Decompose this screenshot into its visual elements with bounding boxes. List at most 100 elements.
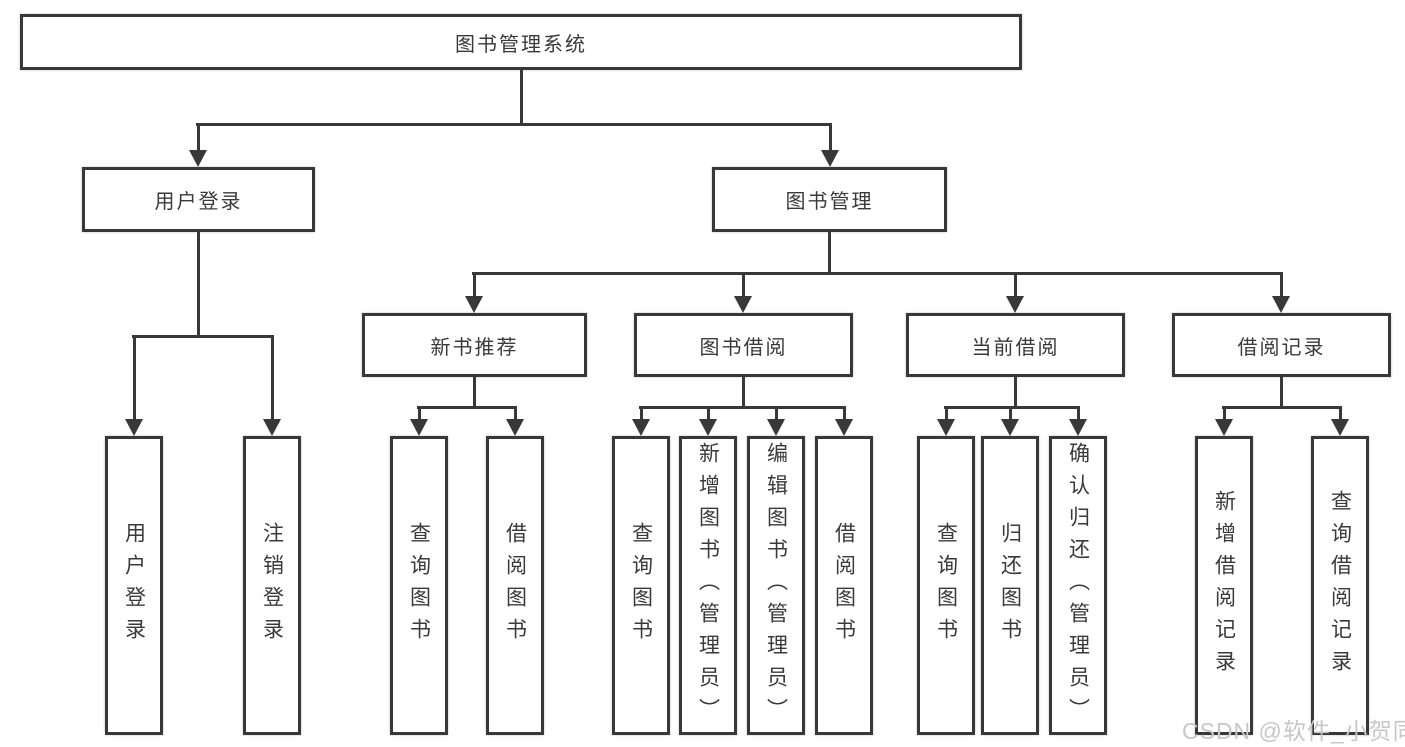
arrow-shaft <box>132 335 136 421</box>
node-leaf-query-borrow-record-label: 查询借阅记录 <box>1328 489 1352 682</box>
connector-stem-user-login <box>197 232 200 338</box>
arrow-to-leaf-query-borrow-record <box>1331 406 1349 436</box>
arrow-shaft <box>944 406 948 421</box>
connector-stem-current-borrowing <box>1014 377 1017 409</box>
arrow-shaft <box>1076 406 1080 421</box>
arrow-to-leaf-user-login <box>125 335 143 436</box>
arrow-head-icon <box>1069 419 1087 436</box>
node-l3-new-book-recommendation: 新书推荐 <box>362 313 587 377</box>
arrow-to-leaf-return-books <box>1001 406 1019 436</box>
node-leaf-return-books-label: 归还图书 <box>998 521 1022 650</box>
node-leaf-edit-books-admin: 编辑图书（管理员） <box>747 436 805 735</box>
arrow-head-icon <box>263 419 281 436</box>
arrow-shaft <box>513 406 517 421</box>
arrow-shaft <box>1279 272 1283 298</box>
node-leaf-add-borrow-record: 新增借阅记录 <box>1195 436 1253 735</box>
node-l2-book-management: 图书管理 <box>712 167 947 232</box>
arrow-shaft <box>1013 272 1017 298</box>
arrow-shaft <box>270 335 274 421</box>
node-l3-current-borrowing-label: 当前借阅 <box>971 336 1060 359</box>
node-root: 图书管理系统 <box>20 14 1022 70</box>
arrow-to-leaf-query-books-borrowing <box>632 406 650 436</box>
arrow-head-icon <box>821 150 839 167</box>
connector-rail-book-borrowing <box>639 406 846 409</box>
arrow-head-icon <box>1272 296 1290 313</box>
arrow-shaft <box>196 123 200 152</box>
arrow-to-leaf-confirm-return-admin <box>1069 406 1087 436</box>
connector-rail-borrowing-records <box>1222 406 1342 409</box>
node-leaf-add-books-admin-label: 新增图书（管理员） <box>696 441 720 730</box>
node-l3-current-borrowing: 当前借阅 <box>906 313 1125 377</box>
node-leaf-query-books-current-label: 查询图书 <box>934 521 958 650</box>
arrow-head-icon <box>1006 296 1024 313</box>
arrow-shaft <box>774 406 778 421</box>
watermark: CSDN @软件_小贺同学 <box>1182 718 1405 744</box>
node-leaf-query-borrow-record: 查询借阅记录 <box>1311 436 1369 735</box>
arrow-head-icon <box>506 419 524 436</box>
arrow-head-icon <box>125 419 143 436</box>
node-leaf-logout-login: 注销登录 <box>243 436 301 735</box>
arrow-to-leaf-add-borrow-record <box>1215 406 1233 436</box>
node-leaf-borrow-books-recommend-label: 借阅图书 <box>503 521 527 650</box>
node-leaf-borrow-books-recommend: 借阅图书 <box>486 436 544 735</box>
arrow-to-leaf-add-books-admin <box>699 406 717 436</box>
arrow-shaft <box>472 272 476 298</box>
arrow-shaft <box>1338 406 1342 421</box>
node-leaf-query-books-borrowing-label: 查询图书 <box>629 521 653 650</box>
arrow-shaft <box>1008 406 1012 421</box>
connector-stem-new-book-recommendation <box>473 377 476 409</box>
node-leaf-query-books-current: 查询图书 <box>917 436 975 735</box>
node-l3-book-borrowing-label: 图书借阅 <box>699 336 788 359</box>
node-leaf-query-books-borrowing: 查询图书 <box>612 436 670 735</box>
node-leaf-user-login-label: 用户登录 <box>122 521 146 650</box>
arrow-head-icon <box>767 419 785 436</box>
connector-rail-current-borrowing <box>944 406 1080 409</box>
connector-rail-book-management <box>472 272 1283 275</box>
node-l3-borrowing-records: 借阅记录 <box>1172 313 1391 377</box>
node-l3-borrowing-records-label: 借阅记录 <box>1237 336 1326 359</box>
arrow-shaft <box>1222 406 1226 421</box>
node-leaf-add-books-admin: 新增图书（管理员） <box>679 436 737 735</box>
arrow-head-icon <box>410 419 428 436</box>
arrow-shaft <box>828 123 832 152</box>
connector-stem-root <box>520 70 523 126</box>
node-l2-book-management-label: 图书管理 <box>785 191 874 213</box>
connector-rail-new-book-recommendation <box>417 406 517 409</box>
node-leaf-borrow-books-borrowing-label: 借阅图书 <box>832 521 856 650</box>
arrow-head-icon <box>1331 419 1349 436</box>
arrow-head-icon <box>937 419 955 436</box>
arrow-head-icon <box>734 296 752 313</box>
node-l2-user-login-label: 用户登录 <box>154 191 243 213</box>
arrow-shaft <box>417 406 421 421</box>
arrow-head-icon <box>835 419 853 436</box>
node-leaf-return-books: 归还图书 <box>981 436 1039 735</box>
arrow-head-icon <box>1001 419 1019 436</box>
node-leaf-confirm-return-admin-label: 确认归还（管理员） <box>1066 441 1090 730</box>
arrow-shaft <box>741 272 745 298</box>
arrow-to-leaf-edit-books-admin <box>767 406 785 436</box>
node-root-label: 图书管理系统 <box>455 33 587 56</box>
node-leaf-logout-login-label: 注销登录 <box>260 521 284 650</box>
arrow-to-user-login <box>189 123 207 167</box>
node-l2-user-login: 用户登录 <box>82 167 315 232</box>
arrow-to-leaf-borrow-books-recommend <box>506 406 524 436</box>
connector-rail-user-login <box>132 335 274 338</box>
arrow-shaft <box>842 406 846 421</box>
node-leaf-query-books-recommend: 查询图书 <box>390 436 448 735</box>
arrow-head-icon <box>699 419 717 436</box>
arrow-to-current-borrowing <box>1006 272 1024 313</box>
node-leaf-user-login: 用户登录 <box>105 436 163 735</box>
node-leaf-edit-books-admin-label: 编辑图书（管理员） <box>764 441 788 730</box>
arrow-to-book-management <box>821 123 839 167</box>
connector-rail-root <box>196 123 832 126</box>
arrow-to-new-book-recommendation <box>465 272 483 313</box>
arrow-to-book-borrowing <box>734 272 752 313</box>
arrow-head-icon <box>189 150 207 167</box>
connector-stem-book-management <box>828 232 831 275</box>
arrow-to-leaf-borrow-books-borrowing <box>835 406 853 436</box>
arrow-to-leaf-query-books-current <box>937 406 955 436</box>
arrow-to-leaf-logout-login <box>263 335 281 436</box>
node-leaf-borrow-books-borrowing: 借阅图书 <box>815 436 873 735</box>
node-l3-new-book-recommendation-label: 新书推荐 <box>430 336 519 359</box>
